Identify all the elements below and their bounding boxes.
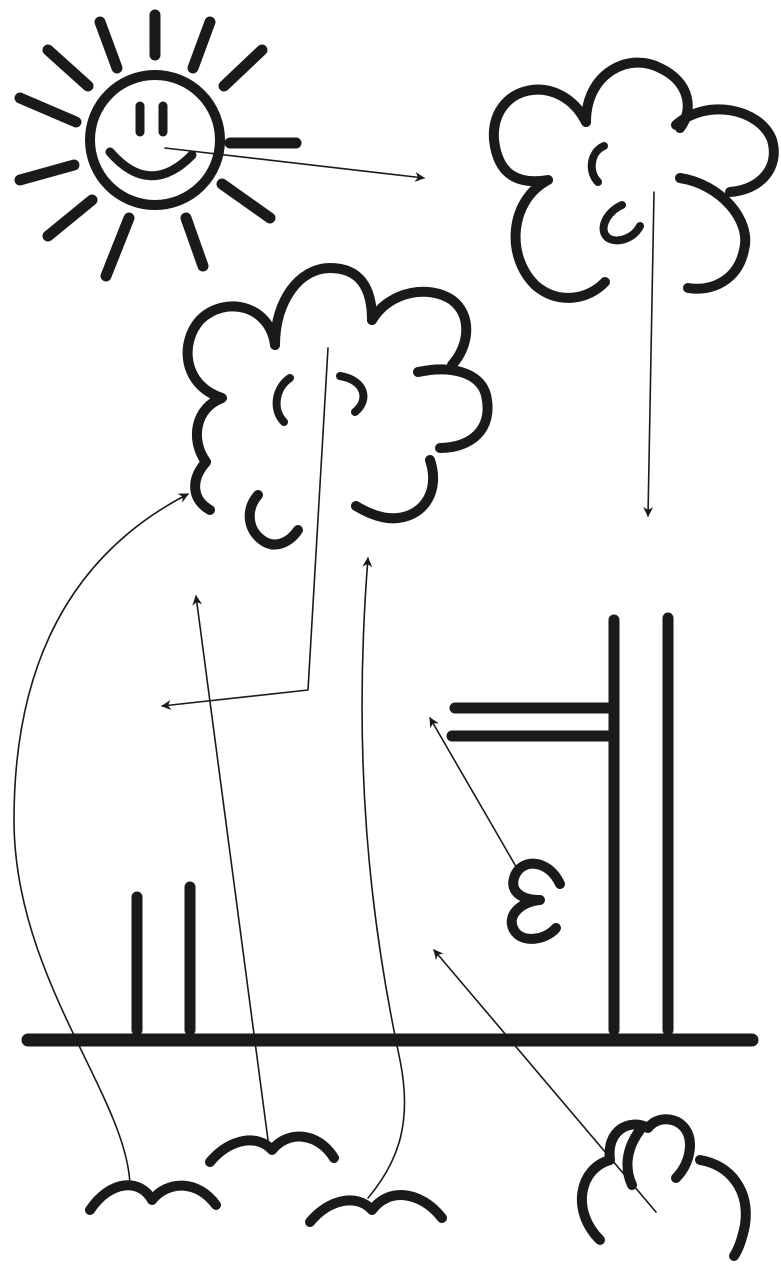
tree-face bbox=[277, 376, 364, 422]
building-icon bbox=[452, 618, 668, 1030]
grass-icon bbox=[90, 1137, 442, 1222]
arrow-cloud-down bbox=[648, 192, 654, 516]
cloud-icon bbox=[494, 63, 774, 298]
arrow-tree-to-air bbox=[162, 348, 328, 706]
cloud-face bbox=[592, 146, 640, 240]
arrows bbox=[14, 148, 656, 1212]
arrow-grass-to-air bbox=[196, 596, 268, 1140]
tree-icon bbox=[188, 268, 488, 545]
post-icon bbox=[137, 887, 190, 1030]
sun-rays bbox=[20, 15, 296, 276]
bush-icon bbox=[582, 1119, 746, 1256]
squiggle-icon bbox=[512, 864, 560, 939]
arrow-grass-to-tree-left bbox=[14, 494, 188, 1188]
arrow-bush-to-ground bbox=[434, 950, 656, 1212]
sun-icon bbox=[20, 15, 296, 276]
sun-face bbox=[110, 106, 192, 176]
arrow-grass-to-tree-right bbox=[362, 558, 405, 1198]
arrow-sun-to-cloud bbox=[165, 148, 424, 178]
